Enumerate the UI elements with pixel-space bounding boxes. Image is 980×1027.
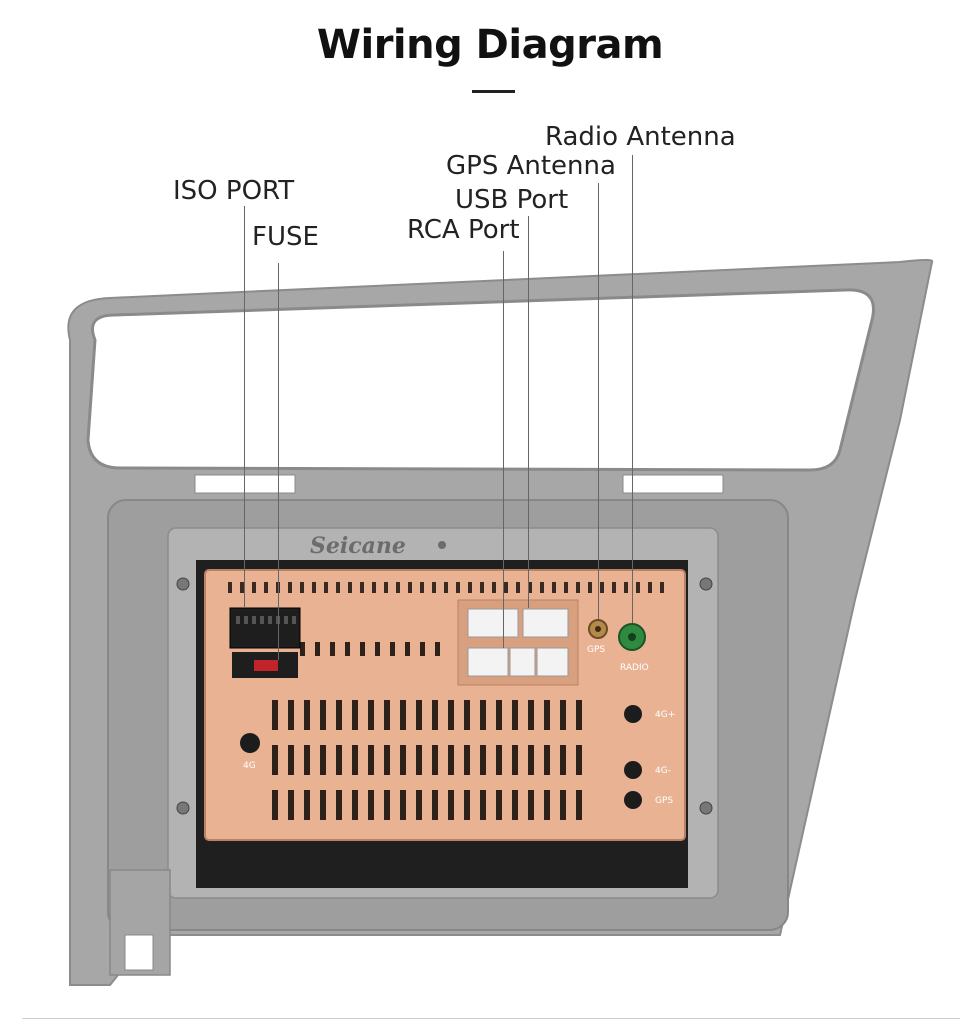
rca-port-leader (503, 251, 504, 648)
usb-connector-left (468, 609, 518, 637)
rca-port-label: RCA Port (407, 217, 520, 243)
top-tab-right (623, 475, 723, 493)
iso-port (230, 608, 300, 648)
4g-plus-label: 4G+ (655, 710, 675, 720)
fuse-label: FUSE (252, 224, 319, 250)
iso-port-label: ISO PORT (173, 178, 294, 204)
4g-left-label: 4G (243, 761, 256, 771)
usb-connector-right (523, 609, 568, 637)
usb-port-leader (528, 216, 529, 608)
brand-logo: Seicane (310, 533, 406, 559)
top-tab-left (195, 475, 295, 493)
rca-connector-left (468, 648, 508, 676)
gps-jack (624, 791, 642, 809)
bottom-divider (22, 1018, 960, 1019)
bracket-slot (125, 935, 153, 970)
4g-minus-label: 4G- (655, 766, 671, 776)
4g-minus-jack (624, 761, 642, 779)
gps-antenna-leader (598, 183, 599, 619)
rca-connector-mid (510, 648, 535, 676)
gps-bottom-label: GPS (655, 796, 673, 806)
fuse-leader (278, 263, 279, 660)
screen-opening (88, 290, 873, 470)
radio-antenna-label: Radio Antenna (545, 124, 736, 150)
gps-label: GPS (587, 645, 605, 655)
4g-left-jack (240, 733, 260, 753)
usb-port-label: USB Port (455, 187, 568, 213)
radio-label: RADIO (620, 663, 649, 673)
fuse (254, 660, 278, 671)
radio-antenna-leader (632, 155, 633, 623)
gps-antenna-label: GPS Antenna (446, 153, 616, 179)
4g-plus-jack (624, 705, 642, 723)
rca-connector-right (537, 648, 568, 676)
iso-port-leader (244, 206, 245, 608)
